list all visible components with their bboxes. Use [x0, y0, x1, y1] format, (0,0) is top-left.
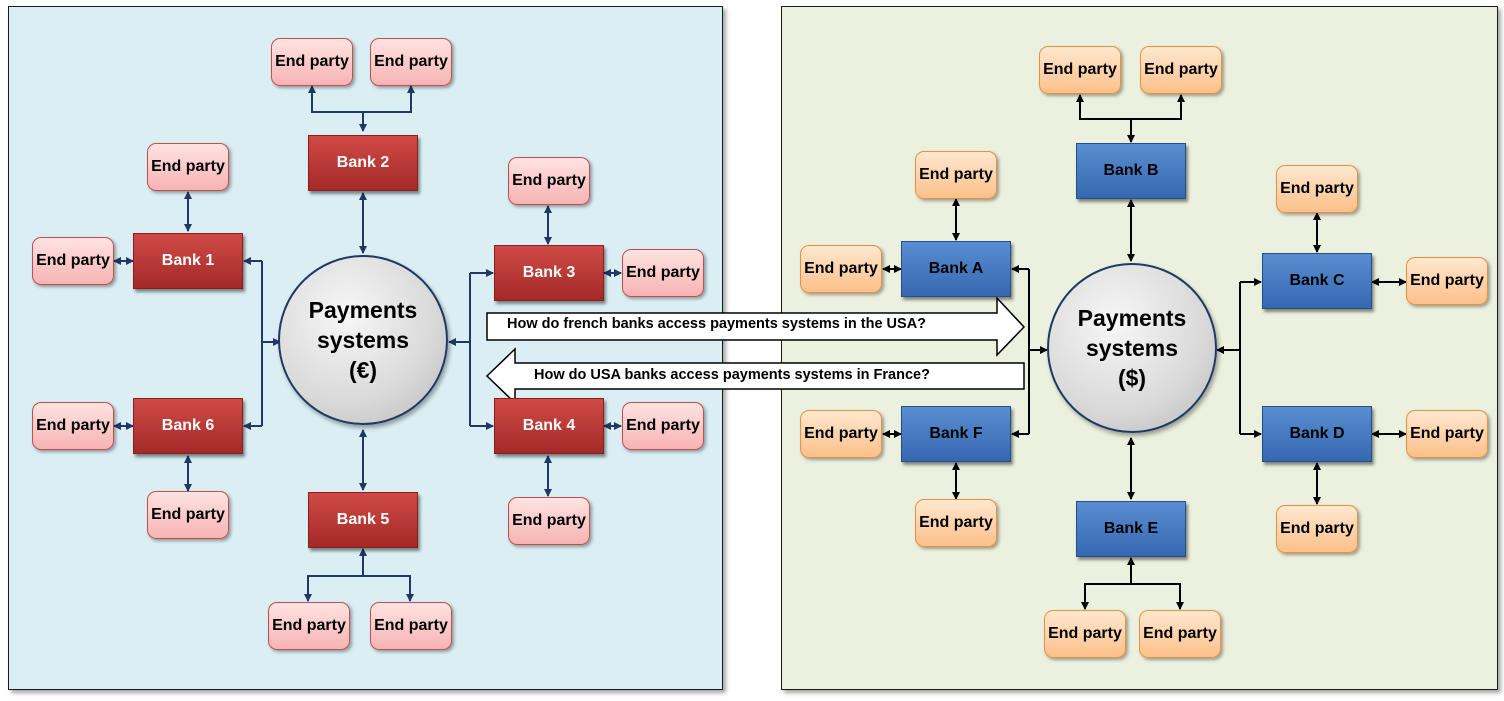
end-party-banke-left: End party — [1044, 610, 1126, 658]
end-party-bank6-bottom: End party — [147, 491, 229, 539]
question-to-usa: How do french banks access payments syst… — [507, 316, 927, 332]
hub-line-1: Payments — [308, 297, 418, 323]
end-party-banka-left: End party — [800, 245, 882, 293]
end-party-bank2-left: End party — [271, 38, 353, 86]
bank-a: Bank A — [901, 241, 1011, 297]
hub-line-3: ($) — [1117, 365, 1147, 391]
end-party-bankb-left: End party — [1039, 46, 1121, 94]
end-party-bank3-top: End party — [508, 157, 590, 205]
bank-4: Bank 4 — [494, 398, 604, 454]
bank-f: Bank F — [901, 406, 1011, 462]
end-party-bank4-bottom: End party — [508, 497, 590, 545]
end-party-banka-top: End party — [915, 151, 997, 199]
hub-line-2: systems — [1085, 335, 1179, 361]
end-party-bank6-left: End party — [32, 402, 114, 450]
end-party-bankc-top: End party — [1276, 165, 1358, 213]
bank-c: Bank C — [1262, 253, 1372, 309]
end-party-bank5-left: End party — [268, 602, 350, 650]
bank-2: Bank 2 — [308, 135, 418, 191]
end-party-banke-right: End party — [1139, 610, 1221, 658]
end-party-bank5-right: End party — [370, 602, 452, 650]
end-party-bankc-right: End party — [1406, 257, 1488, 305]
end-party-bankd-bottom: End party — [1276, 505, 1358, 553]
bank-e: Bank E — [1076, 501, 1186, 557]
bank-1: Bank 1 — [133, 233, 243, 289]
bank-5: Bank 5 — [308, 492, 418, 548]
bank-3: Bank 3 — [494, 245, 604, 301]
arrow-to-usa — [486, 296, 1026, 357]
end-party-bankb-right: End party — [1140, 46, 1222, 94]
bank-d: Bank D — [1262, 406, 1372, 462]
end-party-bank4-right: End party — [622, 402, 704, 450]
end-party-bank1-left: End party — [32, 237, 114, 285]
end-party-bankd-right: End party — [1406, 410, 1488, 458]
hub-line-2: systems — [316, 327, 410, 353]
end-party-bank2-right: End party — [370, 38, 452, 86]
payments-systems-euro-hub: Payments systems (€) — [278, 255, 448, 425]
bank-6: Bank 6 — [133, 398, 243, 454]
end-party-bank3-right: End party — [622, 249, 704, 297]
arrow-to-france — [485, 347, 1025, 405]
bank-b: Bank B — [1076, 143, 1186, 199]
payments-systems-dollar-hub: Payments systems ($) — [1047, 263, 1217, 433]
end-party-bank1-top: End party — [147, 143, 229, 191]
hub-line-3: (€) — [348, 357, 378, 383]
question-to-france: How do USA banks access payments systems… — [534, 367, 930, 383]
end-party-bankf-bottom: End party — [915, 499, 997, 547]
end-party-bankf-left: End party — [800, 410, 882, 458]
hub-line-1: Payments — [1077, 305, 1187, 331]
